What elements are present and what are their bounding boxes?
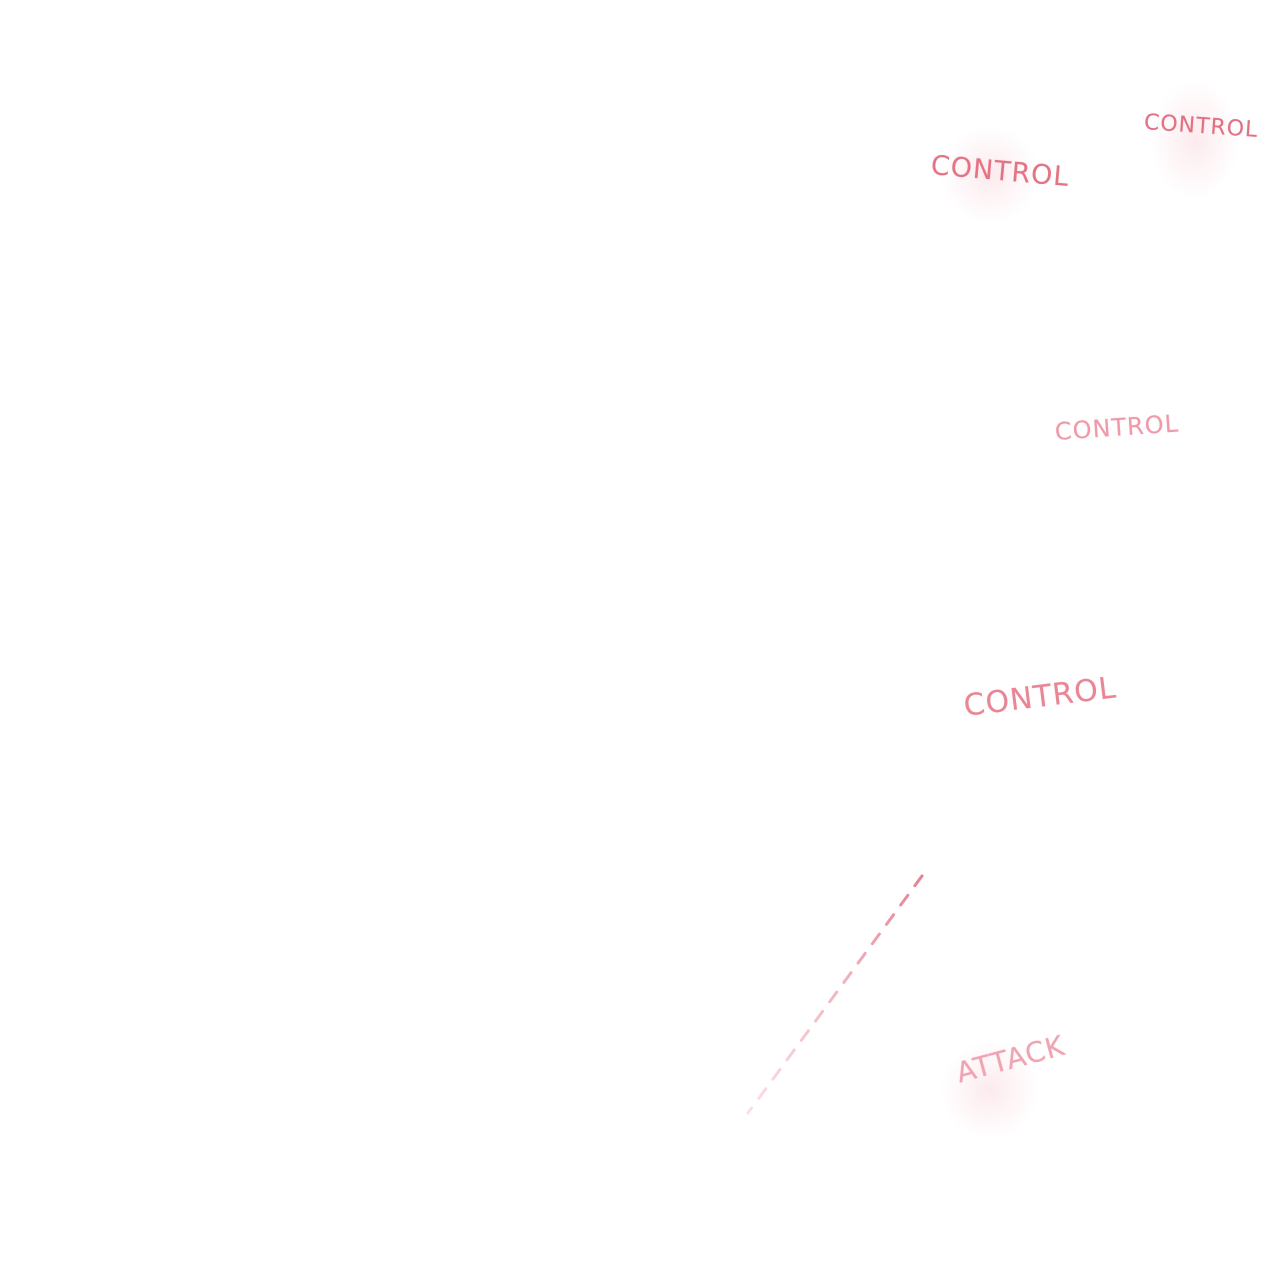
control-label: CONTROL [1054, 409, 1180, 446]
control-label: CONTROL [961, 670, 1119, 724]
control-label: CONTROL [929, 150, 1071, 194]
attack-label: ATTACK [952, 1028, 1069, 1090]
trail-line [746, 874, 924, 1115]
control-label: CONTROL [1143, 110, 1260, 143]
